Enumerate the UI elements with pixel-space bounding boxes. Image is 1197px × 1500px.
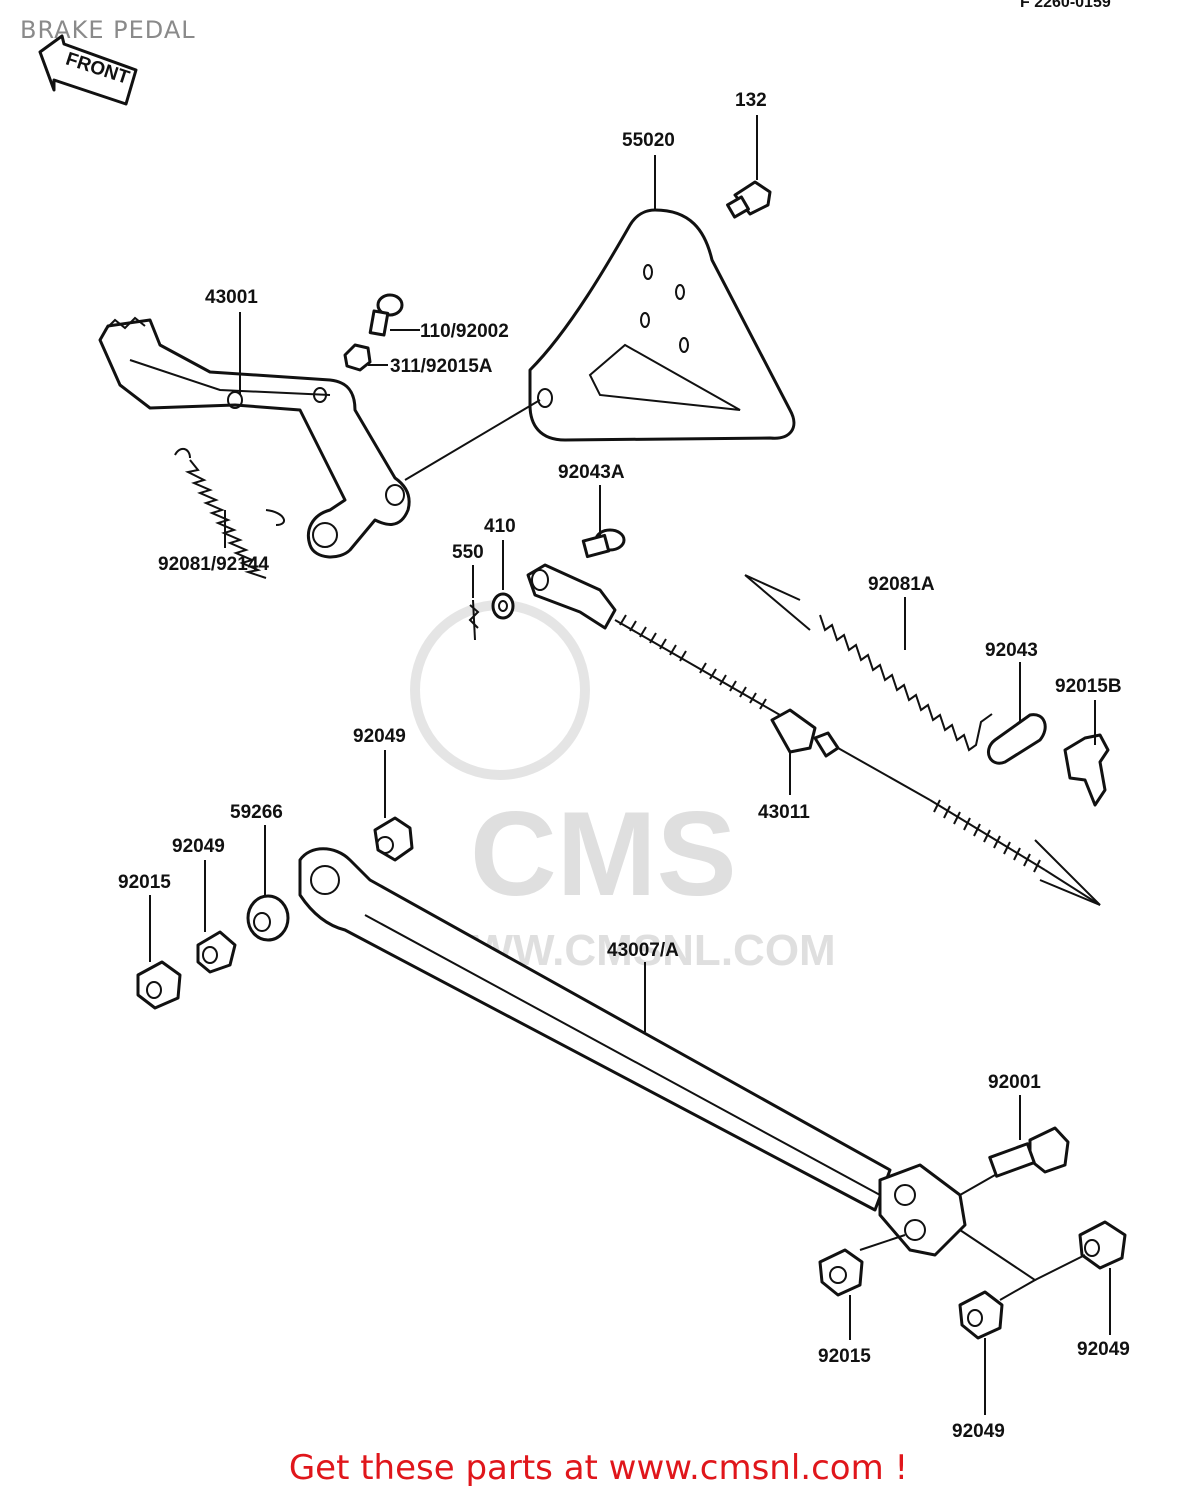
label-110-92002: 110/92002	[420, 321, 509, 342]
bushing-92049-top	[373, 816, 414, 862]
bracket-55020	[528, 208, 796, 442]
front-arrow-icon: FRONT	[38, 34, 138, 106]
nut-311-92015a	[343, 343, 372, 372]
label-55020: 55020	[622, 130, 675, 151]
collar-59266	[246, 894, 290, 942]
label-43007a: 43007/A	[607, 940, 679, 961]
cotter-pin-550	[468, 599, 480, 641]
label-92049-right: 92049	[1077, 1339, 1130, 1360]
label-92001: 92001	[988, 1072, 1041, 1093]
page-title: BRAKE PEDAL	[20, 16, 196, 44]
watermark-mascot-icon	[410, 600, 590, 780]
label-92043: 92043	[985, 640, 1038, 661]
nut-92015-bottom	[818, 1248, 864, 1297]
bolt-110-92002	[368, 293, 404, 337]
label-92015b: 92015B	[1055, 676, 1122, 697]
label-92081a: 92081A	[868, 574, 935, 595]
shaft-43007a	[298, 847, 967, 1257]
label-92043a: 92043A	[558, 462, 625, 483]
drawing-code: F 2260-0159	[1020, 0, 1111, 11]
label-410: 410	[484, 516, 516, 537]
spring-92081-92144	[174, 447, 285, 579]
nut-92015-left	[136, 960, 182, 1010]
spring-92081a	[744, 574, 993, 752]
washer-92049-right	[1078, 1220, 1127, 1270]
label-550: 550	[452, 542, 484, 563]
brake-rod-43011	[526, 563, 1101, 906]
label-92081-92144: 92081/92144	[158, 554, 269, 575]
label-311-92015a: 311/92015A	[390, 356, 493, 377]
leader-lines	[149, 115, 1111, 1415]
label-92015-left: 92015	[118, 872, 171, 893]
washer-92049-left	[196, 930, 237, 974]
footer-link[interactable]: Get these parts at www.cmsnl.com !	[288, 1448, 909, 1488]
washer-410	[491, 592, 515, 620]
watermark-brand: CMS	[470, 787, 737, 921]
label-43011: 43011	[758, 802, 810, 823]
label-92049-bottom: 92049	[952, 1421, 1005, 1442]
watermark: CMS WWW.CMSNL.COM	[410, 600, 836, 975]
part-labels: 132 55020 43001 110/92002 311/92015A 920…	[118, 90, 1130, 1442]
bolt-92001	[988, 1126, 1070, 1178]
label-92015-bottom: 92015	[818, 1346, 871, 1367]
bolt-132	[726, 180, 772, 219]
brake-pedal-43001	[98, 316, 411, 559]
wing-nut-92015b	[1063, 733, 1110, 807]
label-92049-left: 92049	[172, 836, 225, 857]
washer-92049-bottom	[958, 1290, 1004, 1340]
label-43001: 43001	[205, 287, 258, 308]
label-92049-top: 92049	[353, 726, 406, 747]
label-59266: 59266	[230, 802, 283, 823]
pin-92043a	[581, 528, 626, 559]
label-132: 132	[735, 90, 767, 111]
collar-92043	[987, 713, 1047, 765]
